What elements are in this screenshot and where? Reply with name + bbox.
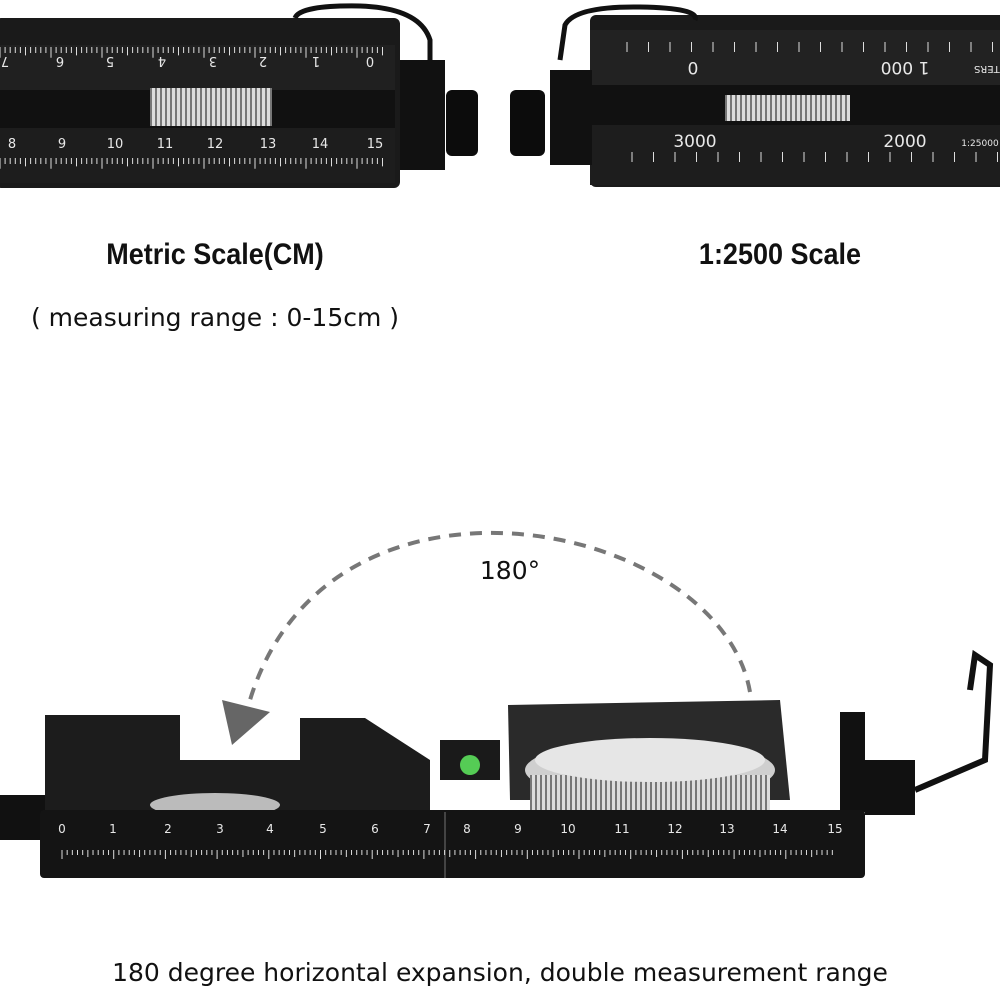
scale-label: 1 — [312, 53, 320, 68]
ratio-label: 1:25000 — [961, 139, 999, 149]
measuring-range-text: ( measuring range : 0-15cm ) — [30, 303, 400, 332]
scale-label: 2000 — [883, 132, 926, 152]
ruler-label: 10 — [560, 822, 575, 836]
ruler-label: 12 — [667, 822, 682, 836]
scale-label: 1 000 — [881, 57, 930, 77]
unit-label: ETERS — [974, 63, 1000, 74]
scale-label: 0 — [366, 53, 374, 68]
ruler-label: 4 — [266, 822, 274, 836]
ruler-label: 3 — [216, 822, 224, 836]
knob — [510, 90, 545, 156]
map-scale-title: 1:2500 Scale — [698, 238, 862, 271]
ruler-label: 0 — [58, 822, 66, 836]
scale-label: 13 — [260, 137, 277, 152]
arrow-head-icon — [222, 700, 270, 745]
metric-scale-title: Metric Scale(CM) — [106, 238, 324, 271]
knob — [446, 90, 478, 156]
scale-label: 2 — [259, 53, 267, 68]
ruler-label: 14 — [772, 822, 787, 836]
ruler-label: 6 — [371, 822, 379, 836]
scale-label: 5 — [106, 53, 114, 68]
scale-label: 3000 — [673, 132, 716, 152]
rotation-label: 180° — [479, 556, 541, 585]
ruler — [40, 810, 865, 878]
scale-label: 11 — [157, 137, 174, 152]
scale-label: 3 — [209, 53, 217, 68]
scale-label: 8 — [8, 137, 16, 152]
map-scale-device: 0 1 000 ETERS 3000 2000 1:25000 — [510, 4, 1000, 187]
scale-label: 4 — [158, 53, 166, 68]
ruler-label: 13 — [719, 822, 734, 836]
ruler-label: 2 — [164, 822, 172, 836]
ruler-label: 5 — [319, 822, 327, 836]
scale-label: 9 — [58, 137, 66, 152]
ruler-label: 7 — [423, 822, 431, 836]
rotation-arc — [248, 530, 752, 701]
ruler-label: 1 — [109, 822, 117, 836]
scale-label: 6 — [56, 53, 64, 68]
ruler-label: 8 — [463, 822, 471, 836]
ruler-label: 15 — [827, 822, 842, 836]
scale-label: 12 — [207, 137, 224, 152]
knurled-wheel — [150, 88, 272, 126]
ruler-label: 11 — [614, 822, 629, 836]
knurled-wheel — [725, 95, 850, 121]
scale-label: 10 — [107, 137, 124, 152]
scale-label: 0 — [688, 57, 699, 77]
bottom-caption: 180 degree horizontal expansion, double … — [112, 958, 888, 987]
ruler-label: 9 — [514, 822, 522, 836]
scale-label: 15 — [367, 137, 384, 152]
scale-label: 14 — [312, 137, 329, 152]
scale-label: 7 — [1, 53, 9, 68]
